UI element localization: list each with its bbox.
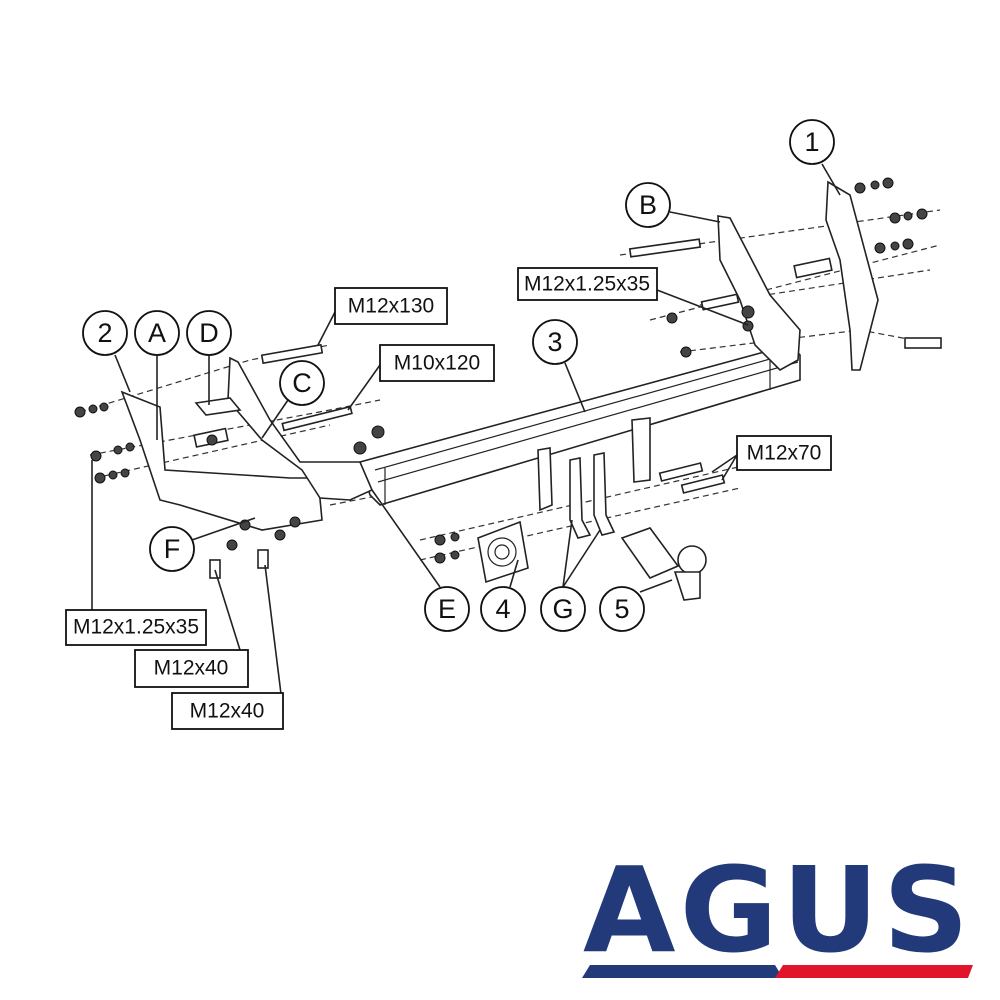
callout-b: B xyxy=(625,182,671,228)
callout-label: A xyxy=(148,318,166,348)
callout-a: A xyxy=(134,310,180,356)
callout-label: F xyxy=(164,534,181,564)
right-brackets xyxy=(700,180,879,371)
callout-3: 3 xyxy=(532,319,578,365)
spec-m12x130: M12x130 xyxy=(334,287,448,325)
callout-4: 4 xyxy=(480,586,526,632)
spec-m10x120: M10x120 xyxy=(379,344,495,382)
fasteners xyxy=(74,177,942,579)
spec-label: M10x120 xyxy=(394,352,480,375)
spec-label: M12x70 xyxy=(747,442,822,465)
callout-label: 2 xyxy=(97,318,112,348)
logo-stripe-red xyxy=(775,965,973,978)
agus-logo: AGUS xyxy=(582,841,973,979)
callout-label: 4 xyxy=(495,594,510,624)
main-crossbeam xyxy=(358,344,801,506)
callout-c: C xyxy=(279,360,325,406)
spec-label: M12x40 xyxy=(154,657,229,680)
spec-m12x40-a: M12x40 xyxy=(134,649,249,688)
logo-stripe-blue xyxy=(582,965,783,978)
callout-label: 1 xyxy=(804,127,819,157)
callout-label: D xyxy=(199,318,219,348)
spec-m12x1-25x35-left: M12x1.25x35 xyxy=(65,609,207,646)
callout-label: E xyxy=(438,594,456,624)
left-bracket xyxy=(120,356,374,531)
callout-d: D xyxy=(186,310,232,356)
leader-lines xyxy=(91,163,841,711)
callout-5: 5 xyxy=(599,586,645,632)
callout-label: B xyxy=(639,190,657,220)
callout-label: 3 xyxy=(547,327,562,357)
spec-label: M12x1.25x35 xyxy=(524,273,650,296)
logo-text: AGUS xyxy=(583,841,973,979)
callout-1: 1 xyxy=(789,119,835,165)
callout-2: 2 xyxy=(82,310,128,356)
spec-label: M12x40 xyxy=(190,700,265,723)
callout-label: C xyxy=(292,368,312,398)
spec-m12x70: M12x70 xyxy=(736,435,832,471)
callout-e: E xyxy=(424,586,470,632)
spec-label: M12x1.25x35 xyxy=(73,616,199,639)
callout-g: G xyxy=(540,586,586,632)
ball-mount xyxy=(537,417,707,601)
callout-label: G xyxy=(552,594,573,624)
spec-label: M12x130 xyxy=(348,295,434,318)
callout-label: 5 xyxy=(614,594,629,624)
spec-m12x40-b: M12x40 xyxy=(171,692,284,730)
spec-m12x1-25x35-right: M12x1.25x35 xyxy=(517,267,658,301)
socket-plate xyxy=(477,520,529,584)
callout-f: F xyxy=(149,526,195,572)
